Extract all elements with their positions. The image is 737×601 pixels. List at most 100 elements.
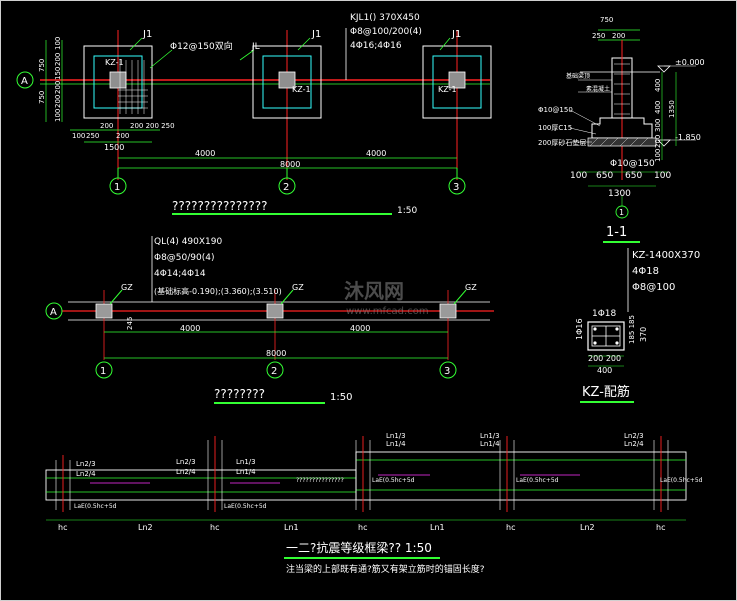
elevation-title: 一二?抗震等级框梁?? 1:50 bbox=[286, 540, 432, 555]
svg-text:GZ: GZ bbox=[465, 283, 477, 292]
watermark-url: www.mfcad.com bbox=[346, 306, 429, 317]
svg-text:Ln2/3: Ln2/3 bbox=[624, 432, 644, 440]
svg-text:4Φ14;4Φ14: 4Φ14;4Φ14 bbox=[154, 269, 206, 279]
svg-text:370: 370 bbox=[639, 327, 648, 342]
footing-1 bbox=[83, 45, 153, 119]
svg-text:hc: hc bbox=[506, 523, 515, 532]
svg-text:hc: hc bbox=[358, 523, 367, 532]
svg-text:750: 750 bbox=[38, 91, 46, 104]
ring-beam-plan: GZ GZ GZ QL(4) 490X190 Φ8@50/90(4) 4Φ14;… bbox=[45, 236, 494, 404]
plan1-title: ??????????????? bbox=[172, 199, 268, 213]
svg-text:4000: 4000 bbox=[350, 324, 370, 333]
svg-text:400: 400 bbox=[654, 101, 662, 114]
svg-text:200: 200 bbox=[116, 132, 129, 140]
svg-text:3: 3 bbox=[453, 182, 459, 193]
svg-text:Φ10@150: Φ10@150 bbox=[610, 159, 655, 169]
gz-column-2 bbox=[266, 303, 284, 319]
svg-text:???????????????: ??????????????? bbox=[296, 477, 344, 484]
section-1-1: 750 250 200 基础梁顶 素混凝土 Φ10@150 100厚C15 bbox=[538, 16, 705, 243]
svg-text:400: 400 bbox=[597, 366, 612, 375]
svg-text:100: 100 bbox=[54, 109, 62, 122]
svg-text:LaE(0.5hc+5d: LaE(0.5hc+5d bbox=[516, 477, 559, 484]
svg-text:LaE(0.5hc+5d: LaE(0.5hc+5d bbox=[372, 477, 415, 484]
jl-label: JL bbox=[251, 42, 260, 52]
svg-text:Ln1/4: Ln1/4 bbox=[236, 468, 256, 476]
kjl-line-1: Φ8@100/200(4) bbox=[350, 27, 422, 37]
svg-text:GZ: GZ bbox=[292, 283, 304, 292]
svg-text:200: 200 bbox=[100, 122, 113, 130]
axis-bubbles-plan1: 1 2 3 bbox=[109, 168, 466, 195]
j1-label-3: J1 bbox=[451, 29, 461, 40]
svg-text:245: 245 bbox=[126, 317, 134, 330]
svg-text:GZ: GZ bbox=[121, 283, 133, 292]
svg-text:Ln2/4: Ln2/4 bbox=[76, 470, 96, 478]
svg-text:100: 100 bbox=[72, 132, 85, 140]
svg-text:2: 2 bbox=[271, 366, 277, 377]
svg-text:(基础标高-0.190);(3.360);(3.510): (基础标高-0.190);(3.360);(3.510) bbox=[154, 286, 282, 296]
svg-text:200 200 250: 200 200 250 bbox=[130, 122, 175, 130]
svg-text:Ln1: Ln1 bbox=[284, 523, 299, 532]
bottom-dimensions: 100 250 200 200 200 200 250 1500 4000 40… bbox=[70, 122, 457, 169]
svg-text:750: 750 bbox=[38, 59, 46, 72]
kz-title: KZ-配筋 bbox=[582, 384, 630, 400]
svg-text:100: 100 bbox=[654, 171, 671, 181]
svg-text:Ln1/4: Ln1/4 bbox=[386, 440, 406, 448]
svg-text:185 185: 185 185 bbox=[628, 315, 636, 344]
plan2-title: ???????? bbox=[214, 387, 265, 401]
svg-text:3: 3 bbox=[444, 366, 450, 377]
plan2-scale: 1:50 bbox=[330, 392, 352, 403]
kjl-line-0: KJL1() 370X450 bbox=[350, 13, 420, 23]
gz-column-3 bbox=[439, 303, 457, 319]
svg-text:650: 650 bbox=[625, 171, 642, 181]
svg-text:hc: hc bbox=[58, 523, 67, 532]
svg-text:Ln1/3: Ln1/3 bbox=[386, 432, 406, 440]
svg-text:Ln2/3: Ln2/3 bbox=[176, 458, 196, 466]
svg-text:650: 650 bbox=[596, 171, 613, 181]
svg-text:250: 250 bbox=[592, 32, 605, 40]
svg-text:100: 100 bbox=[570, 171, 587, 181]
svg-text:300: 300 bbox=[654, 119, 662, 132]
svg-text:100厚C15: 100厚C15 bbox=[538, 124, 572, 132]
svg-text:-1.850: -1.850 bbox=[675, 133, 701, 142]
svg-text:150: 150 bbox=[54, 67, 62, 80]
svg-text:4000: 4000 bbox=[180, 324, 200, 333]
svg-text:1Φ16: 1Φ16 bbox=[575, 318, 584, 340]
svg-text:200 200: 200 200 bbox=[588, 354, 621, 363]
svg-text:1: 1 bbox=[619, 208, 624, 217]
svg-text:200: 200 bbox=[54, 53, 62, 66]
svg-text:Ln2/3: Ln2/3 bbox=[76, 460, 96, 468]
svg-text:4Φ18: 4Φ18 bbox=[632, 266, 659, 277]
svg-text:4000: 4000 bbox=[366, 149, 386, 158]
svg-text:Ln1/4: Ln1/4 bbox=[480, 440, 500, 448]
axis-a-label: A bbox=[21, 76, 28, 87]
elevation-note: 注当梁的上部既有通?筋又有架立筋时的锚固长度? bbox=[286, 563, 485, 575]
svg-text:Ln2/4: Ln2/4 bbox=[176, 468, 196, 476]
svg-text:8000: 8000 bbox=[266, 349, 286, 358]
svg-text:Ln1/3: Ln1/3 bbox=[480, 432, 500, 440]
axis-a-bubble bbox=[16, 71, 34, 89]
watermark-brand: 沐风网 bbox=[344, 279, 404, 303]
svg-text:8000: 8000 bbox=[280, 160, 300, 169]
footing-2 bbox=[252, 45, 322, 119]
svg-text:±0.000: ±0.000 bbox=[675, 58, 705, 67]
foundation-plan: J1 J1 J1 KZ-1 KZ-1 KZ-1 Φ12@150双向 JL KJL… bbox=[16, 13, 492, 216]
svg-text:750: 750 bbox=[600, 16, 613, 24]
svg-text:200: 200 bbox=[612, 32, 625, 40]
svg-text:Φ8@50/90(4): Φ8@50/90(4) bbox=[154, 253, 215, 263]
svg-text:Φ10@150: Φ10@150 bbox=[538, 106, 573, 114]
svg-text:200厚砂石垫层: 200厚砂石垫层 bbox=[538, 138, 586, 147]
plan1-scale: 1:50 bbox=[397, 206, 417, 216]
svg-text:hc: hc bbox=[210, 523, 219, 532]
svg-text:1500: 1500 bbox=[104, 143, 124, 152]
svg-text:100: 100 bbox=[54, 37, 62, 50]
svg-text:Ln2: Ln2 bbox=[580, 523, 595, 532]
svg-text:1300: 1300 bbox=[608, 189, 631, 199]
kz1-label-3: KZ-1 bbox=[438, 85, 457, 94]
rebar-note: Φ12@150双向 bbox=[170, 40, 233, 52]
kz-section: KZ-1400X370 4Φ18 Φ8@100 1Φ18 1Φ16 185 18… bbox=[575, 248, 700, 403]
svg-text:KZ-1400X370: KZ-1400X370 bbox=[632, 250, 700, 261]
svg-text:LaE(0.5hc+5d: LaE(0.5hc+5d bbox=[224, 503, 267, 510]
svg-text:Ln2: Ln2 bbox=[138, 523, 153, 532]
svg-text:LaE(0.5hc+5d: LaE(0.5hc+5d bbox=[660, 477, 703, 484]
